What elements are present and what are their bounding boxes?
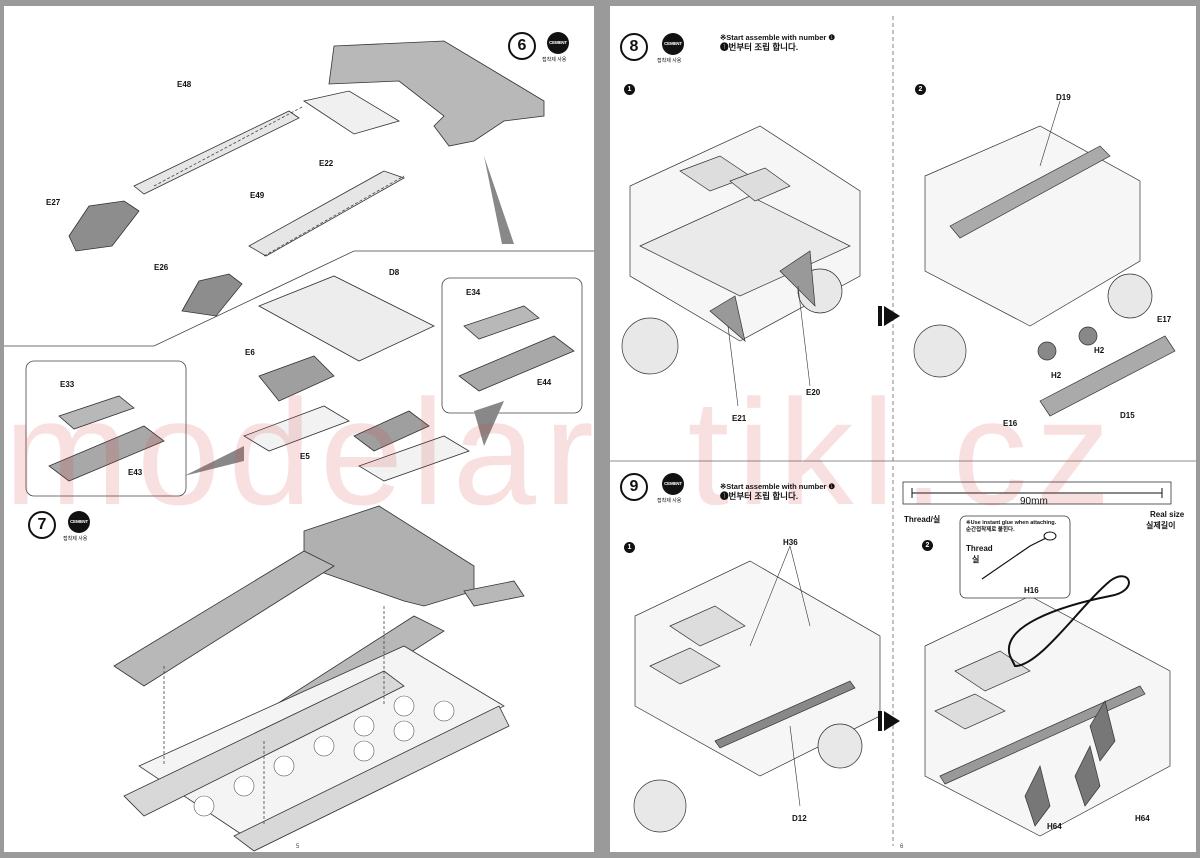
step-9-badge: 9 (620, 473, 648, 501)
track-right (233, 705, 510, 852)
part-label: E49 (250, 191, 265, 200)
glue-note-en: ※Use instant glue when attaching. (966, 520, 1057, 526)
part-label: E17 (1157, 315, 1172, 324)
start-note-ko: ❶번부터 조립 합니다. (720, 42, 799, 52)
part-label: E6 (245, 348, 255, 357)
cement-caption: 접착제 사용 (542, 57, 567, 63)
part-h64-b (1074, 744, 1101, 807)
part-label: E48 (177, 80, 192, 89)
part-label: E22 (319, 159, 334, 168)
part-label: E26 (154, 263, 169, 272)
part-label: E27 (46, 198, 61, 207)
part-d19 (949, 145, 1111, 239)
next-arrow (884, 711, 900, 731)
step7-fender-long-1 (113, 550, 335, 687)
part-h64-c (1089, 700, 1116, 762)
part-label: D8 (389, 268, 400, 277)
part-label: D12 (792, 814, 807, 823)
mudguard-e26 (181, 273, 243, 317)
hull-plate-d8-top (328, 40, 545, 147)
part-label: H16 (1024, 586, 1039, 595)
detail-box-left (25, 360, 187, 497)
part-label: E21 (732, 414, 747, 423)
part-e20 (779, 250, 816, 307)
cement-icon: CEMENT (547, 32, 569, 54)
cement-icon: CEMENT (662, 33, 684, 55)
part-e44 (458, 335, 575, 392)
step-8-badge: 8 (620, 33, 648, 61)
part-e33 (58, 395, 135, 430)
part-label: H36 (783, 538, 798, 547)
part-label: E34 (466, 288, 481, 297)
part-d15 (1039, 335, 1176, 417)
cement-caption: 접착제 사용 (657, 58, 682, 64)
start-note-en: ※Start assemble with number ❶ (720, 482, 836, 491)
part-label: E5 (300, 452, 310, 461)
mudguard-e27 (68, 200, 140, 252)
fender-e49 (248, 170, 405, 257)
part-label: H2 (1094, 346, 1105, 355)
cement-icon: CEMENT (68, 511, 90, 533)
part-label: E20 (806, 388, 821, 397)
part-d12 (714, 680, 856, 749)
ruler-length: 90mm (1020, 496, 1048, 507)
right-page: tikl.cz 8 CEMENT 접착제 사용 ※Start assemble … (610, 6, 1196, 852)
detail-box-right (441, 277, 583, 414)
part-label: H64 (1135, 814, 1150, 823)
glue-note-ko: 순간접착제로 붙힌다. (966, 527, 1015, 533)
substep-2-badge: 2 (922, 540, 933, 551)
left-page-drawings (4, 40, 594, 852)
thread-label: Thread/실 (904, 515, 941, 524)
substep-1-badge: 1 (624, 542, 635, 553)
substep-1-badge: 1 (624, 84, 635, 95)
page-number: 5 (296, 844, 300, 850)
panel-e22 (302, 90, 400, 135)
tow-cable (1007, 575, 1130, 668)
substep-2-badge: 2 (915, 84, 926, 95)
part-e21 (709, 295, 746, 342)
thread-callout-label: Thread (966, 544, 993, 553)
left-page: modelar 6 CEMENT 접착제 사용 E48 E22 E27 E49 … (4, 6, 594, 852)
step7-hull-top (303, 505, 475, 607)
part-e6 (258, 355, 335, 402)
thread-callout-label-ko: 실 (972, 555, 980, 564)
start-note-ko: ❶번부터 조립 합니다. (720, 491, 799, 501)
cement-caption: 접착제 사용 (63, 536, 88, 542)
step-6-badge: 6 (508, 32, 536, 60)
part-e43 (48, 425, 165, 482)
cement-caption: 접착제 사용 (657, 498, 682, 504)
start-note-en: ※Start assemble with number ❶ (720, 33, 836, 42)
part-label: H2 (1051, 371, 1062, 380)
part-h64-a (1024, 764, 1051, 827)
deck-d8 (258, 275, 435, 362)
part-label: D19 (1056, 93, 1071, 102)
part-e34 (463, 305, 540, 340)
next-arrow (884, 306, 900, 326)
part-label: E16 (1003, 419, 1018, 428)
real-size-label: Real size (1150, 510, 1185, 519)
right-page-drawings (610, 16, 1196, 846)
step7-flap (463, 580, 525, 607)
part-label: E44 (537, 378, 552, 387)
part-label: E43 (128, 468, 143, 477)
page-number: 6 (900, 844, 904, 850)
real-size-label-ko: 실제길이 (1146, 521, 1176, 530)
part-label: D15 (1120, 411, 1135, 420)
hull-step8-2 (924, 125, 1141, 327)
cement-icon: CEMENT (662, 473, 684, 495)
step-7-badge: 7 (28, 511, 56, 539)
part-label: E33 (60, 380, 75, 389)
part-e5 (353, 410, 430, 452)
part-label: H64 (1047, 822, 1062, 831)
